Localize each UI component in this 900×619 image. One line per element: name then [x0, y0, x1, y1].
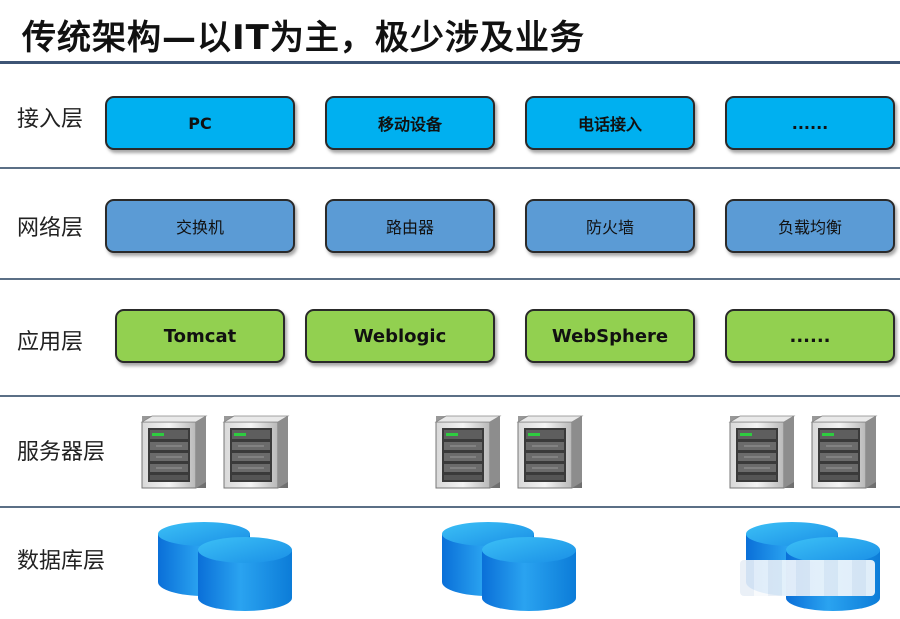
page-title: 传统架构—以IT为主，极少涉及业务	[22, 18, 585, 58]
network-layer-label: 网络层	[17, 216, 84, 241]
layer-divider	[0, 506, 900, 508]
layer-divider	[0, 395, 900, 397]
access-box-mobile[interactable]: 移动设备	[325, 96, 495, 150]
layer-divider	[0, 167, 900, 169]
layer-divider	[0, 278, 900, 280]
network-box-loadbalancer[interactable]: 负载均衡	[725, 199, 895, 253]
access-box-more[interactable]: ......	[725, 96, 895, 150]
app-box-weblogic[interactable]: Weblogic	[305, 309, 495, 363]
access-box-phone[interactable]: 电话接入	[525, 96, 695, 150]
network-box-firewall[interactable]: 防火墙	[525, 199, 695, 253]
database-layer-label: 数据库层	[17, 549, 106, 574]
server-layer-label: 服务器层	[17, 440, 106, 465]
access-layer-label: 接入层	[17, 107, 84, 132]
server-rack-icon	[430, 412, 506, 492]
header-divider	[0, 61, 900, 64]
access-box-pc[interactable]: PC	[105, 96, 295, 150]
server-rack-icon	[136, 412, 212, 492]
server-rack-icon	[724, 412, 800, 492]
database-cylinder-icon	[156, 520, 296, 612]
app-box-websphere[interactable]: WebSphere	[525, 309, 695, 363]
database-cylinder-icon	[440, 520, 580, 612]
server-rack-icon	[218, 412, 294, 492]
server-rack-icon	[806, 412, 882, 492]
server-rack-icon	[512, 412, 588, 492]
app-box-more[interactable]: ......	[725, 309, 895, 363]
watermark-overlay	[740, 560, 875, 596]
network-box-router[interactable]: 路由器	[325, 199, 495, 253]
app-box-tomcat[interactable]: Tomcat	[115, 309, 285, 363]
network-box-switch[interactable]: 交换机	[105, 199, 295, 253]
application-layer-label: 应用层	[17, 330, 84, 355]
